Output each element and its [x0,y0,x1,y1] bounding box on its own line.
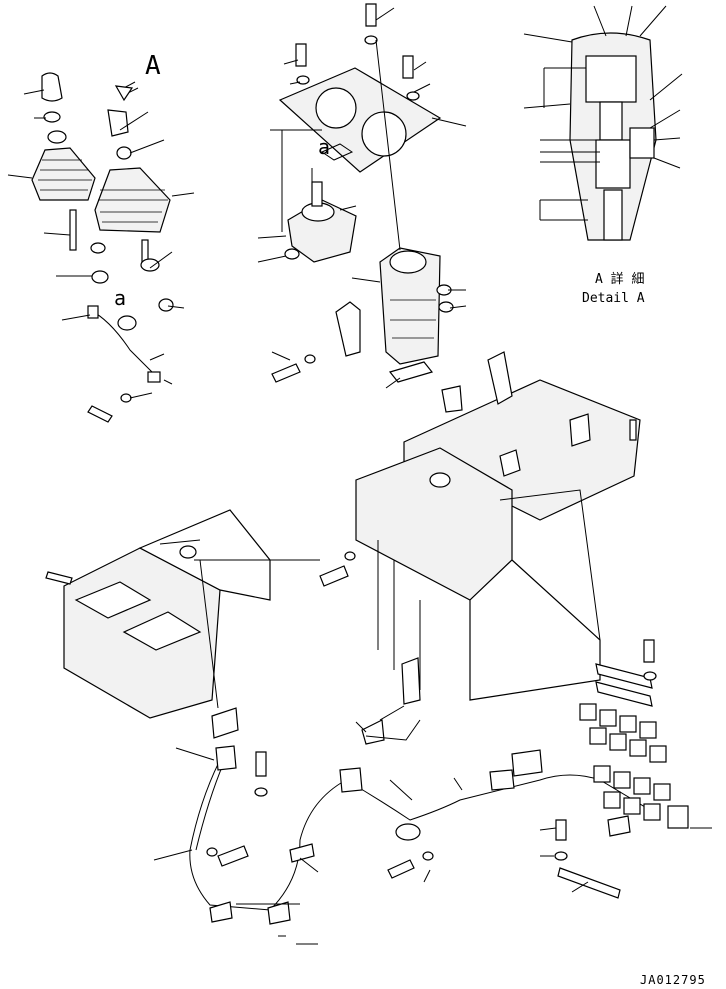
left-joystick-assembly [31,72,174,423]
detail-a-knob-section [539,32,657,241]
console-cover [45,509,320,739]
left-leaders [7,89,195,399]
detail-label-jp: A 詳 細 [595,271,644,287]
drawing-number: JA012795 [640,973,706,987]
detail-leaders [523,5,683,169]
detail-label-en: Detail A [582,291,645,306]
view-letter-a: A [145,51,161,81]
relay-block [554,639,689,899]
ppc-valve-assembly [270,3,454,383]
center-leaders [257,7,467,389]
ref-letter-a-left: a [114,286,126,310]
bottom-leaders [153,705,712,945]
console-frame [319,351,641,745]
wiring-harness [189,745,651,925]
